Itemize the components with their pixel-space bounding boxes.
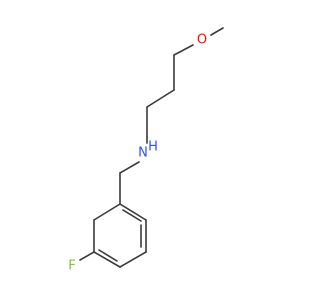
ring-double-bond-1 <box>122 209 142 222</box>
ring-double-bond-3 <box>98 249 118 262</box>
bond-oxygen-c1 <box>173 44 194 56</box>
ring-bond-3 <box>119 251 147 268</box>
nitrogen-hydrogen-label: H <box>148 140 158 155</box>
ring-bond-6 <box>93 203 121 221</box>
bond-methyl-oxygen <box>210 27 224 36</box>
bond-ring-fluorine <box>79 251 95 261</box>
oxygen-atom-label: O <box>197 33 207 48</box>
ring-bond-4 <box>93 251 121 268</box>
fluorine-atom-label: F <box>68 259 75 274</box>
nitrogen-atom-label: N <box>138 146 148 161</box>
ring-bond-1 <box>119 203 147 221</box>
molecule-structure-diagram: O H N F <box>68 27 224 274</box>
bond-nitrogen-ch2 <box>119 161 140 174</box>
bond-c2-c3 <box>146 89 175 108</box>
